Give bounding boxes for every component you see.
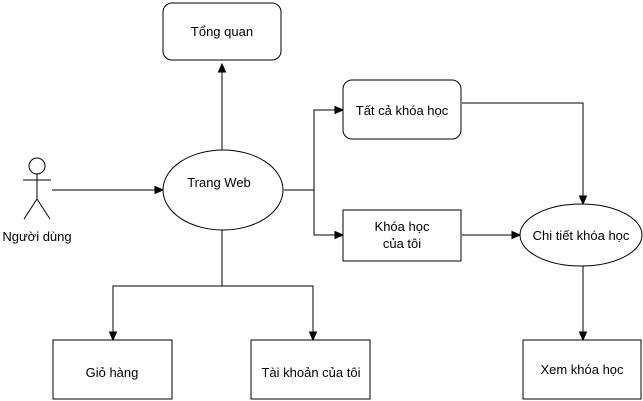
actor-right-leg [36, 198, 51, 220]
node-xem-khoa-hoc-shape [522, 339, 642, 400]
edges [52, 62, 588, 342]
arrowhead-chitiet-from-tatca [578, 195, 588, 206]
arrowhead-khoahoccuatoi [334, 230, 345, 240]
node-trang-web: Trang Web [162, 149, 284, 231]
node-gio-hang: Giỏ hàng [52, 339, 173, 400]
actor-head [28, 157, 46, 175]
actor-user: Người dùng [2, 157, 72, 244]
node-tai-khoan-cua-toi-shape [250, 339, 371, 400]
node-tong-quan-shape [162, 2, 282, 61]
arrowhead-tongquan [217, 62, 227, 73]
arrowhead-taikhoan [308, 331, 318, 342]
node-gio-hang-shape [52, 339, 173, 400]
node-tong-quan-label: Tổng quan [191, 24, 253, 39]
node-tat-ca-khoa-hoc-shape [342, 79, 462, 140]
arrowhead-chitiet-from-cuatoi [511, 230, 522, 240]
node-chi-tiet-khoa-hoc-label: Chi tiết khóa học [533, 228, 630, 243]
node-tai-khoan-cua-toi: Tài khoản của tôi [250, 339, 371, 400]
node-tat-ca-khoa-hoc-label: Tất cả khóa học [356, 103, 449, 118]
edge-trangweb-to-tatca [284, 109, 336, 191]
node-chi-tiet-khoa-hoc-shape [519, 203, 643, 267]
node-khoa-hoc-cua-toi-line2: của tôi [383, 236, 421, 251]
node-trang-web-label: Trang Web [187, 175, 251, 190]
arrowhead-xemkhoahoc [578, 331, 588, 342]
node-tai-khoan-cua-toi-label: Tài khoản của tôi [261, 365, 360, 380]
edge-trangweb-to-giohang [112, 230, 223, 333]
edge-trangweb-to-taikhoan [222, 285, 314, 333]
node-khoa-hoc-cua-toi: Khóa học của tôi [342, 209, 462, 262]
node-trang-web-shape [162, 149, 284, 231]
actor-label: Người dùng [2, 229, 71, 244]
edge-tatca-to-chitiet [462, 102, 584, 197]
node-khoa-hoc-cua-toi-line1: Khóa học [375, 219, 430, 234]
node-tat-ca-khoa-hoc: Tất cả khóa học [342, 79, 462, 140]
arrowhead-giohang [108, 331, 118, 342]
node-xem-khoa-hoc-label: Xem khóa học [540, 362, 624, 377]
edge-trangweb-to-khoahoccuatoi [313, 190, 336, 236]
node-gio-hang-label: Giỏ hàng [86, 365, 139, 380]
arrowhead-trangweb [154, 185, 165, 195]
arrowhead-tatca [334, 105, 345, 115]
node-xem-khoa-hoc: Xem khóa học [522, 339, 642, 400]
node-tong-quan: Tổng quan [162, 2, 282, 61]
node-khoa-hoc-cua-toi-shape [342, 209, 462, 262]
actor-left-leg [23, 198, 38, 220]
node-chi-tiet-khoa-hoc: Chi tiết khóa học [519, 203, 643, 267]
